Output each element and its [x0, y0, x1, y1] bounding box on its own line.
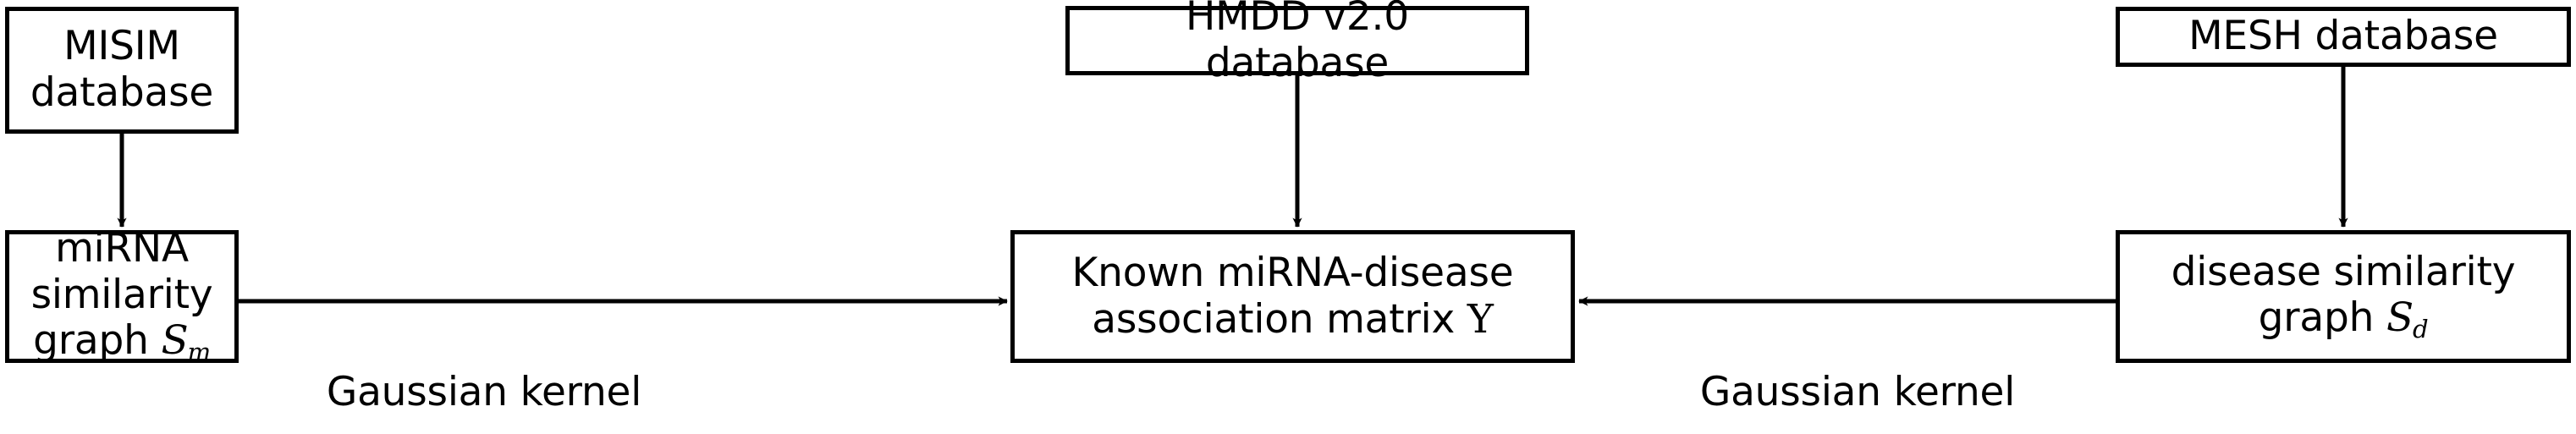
node-known-assoc-line1: Known miRNA-disease: [1071, 249, 1514, 296]
node-mirna-line1: miRNA similarity: [30, 225, 213, 318]
node-disease-symbol: S: [2386, 294, 2414, 342]
edge-label-left-line1: Gaussian kernel: [326, 368, 642, 415]
node-mesh-label: MESH database: [2188, 13, 2498, 60]
node-disease-line2-prefix: graph: [2258, 294, 2386, 342]
node-mirna-subscript: m: [187, 337, 211, 366]
node-known-assoc-symbol: Y: [1467, 295, 1494, 343]
node-mirna-symbol: S: [161, 317, 189, 365]
node-hmdd-line2: database: [1205, 40, 1390, 86]
node-hmdd-line1: HMDD v2.0: [1186, 0, 1409, 41]
node-disease-subscript: d: [2412, 314, 2429, 343]
node-disease-line1: disease similarity: [2171, 248, 2516, 295]
node-mesh-database: MESH database: [2116, 7, 2571, 67]
node-misim-label: MISIM database: [30, 23, 214, 116]
node-misim-database: MISIM database: [5, 7, 239, 134]
node-known-assoc-line2-prefix: association matrix: [1092, 295, 1467, 343]
node-mirna-line2-prefix: graph: [33, 317, 162, 365]
edge-label-right-line1: Gaussian kernel: [1699, 368, 2016, 415]
